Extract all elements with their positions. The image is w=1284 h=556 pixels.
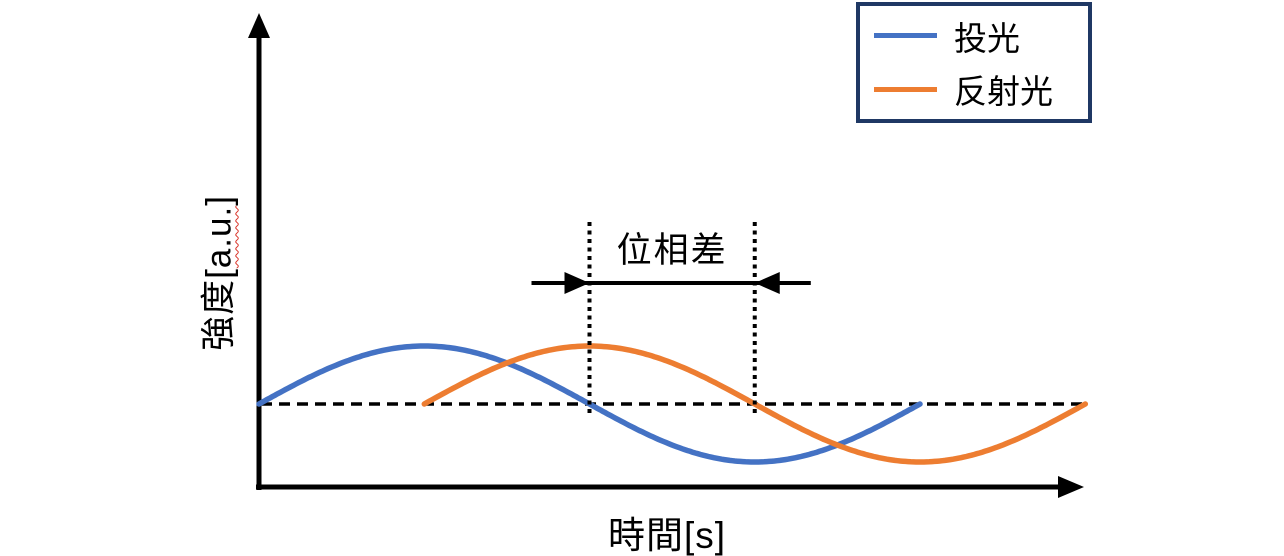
phase-difference-label: 位相差 xyxy=(616,231,728,270)
x-axis-arrowhead-icon xyxy=(1058,476,1084,498)
legend-label-projected-light: 投光 xyxy=(954,19,1020,57)
y-axis-label-suffix: ] xyxy=(199,195,239,206)
y-axis-arrowhead-icon xyxy=(248,13,270,38)
y-axis-unit: a.u. xyxy=(199,205,239,269)
legend-item-reflected-light: 反射光 xyxy=(874,65,1088,113)
legend-swatch-orange-line xyxy=(874,86,937,92)
phase-arrowhead-left-icon xyxy=(754,272,780,294)
legend-label-reflected-light: 反射光 xyxy=(954,73,1053,111)
x-axis-label: 時間[s] xyxy=(607,515,727,556)
legend-swatch-blue-line xyxy=(874,33,937,39)
y-axis-label: 強度[a.u.] xyxy=(191,195,242,351)
legend: 投光 反射光 xyxy=(856,2,1092,123)
legend-item-projected-light: 投光 xyxy=(874,12,1088,60)
phase-arrowhead-right-icon xyxy=(564,272,590,294)
y-axis-label-prefix: 強度[ xyxy=(199,268,239,351)
